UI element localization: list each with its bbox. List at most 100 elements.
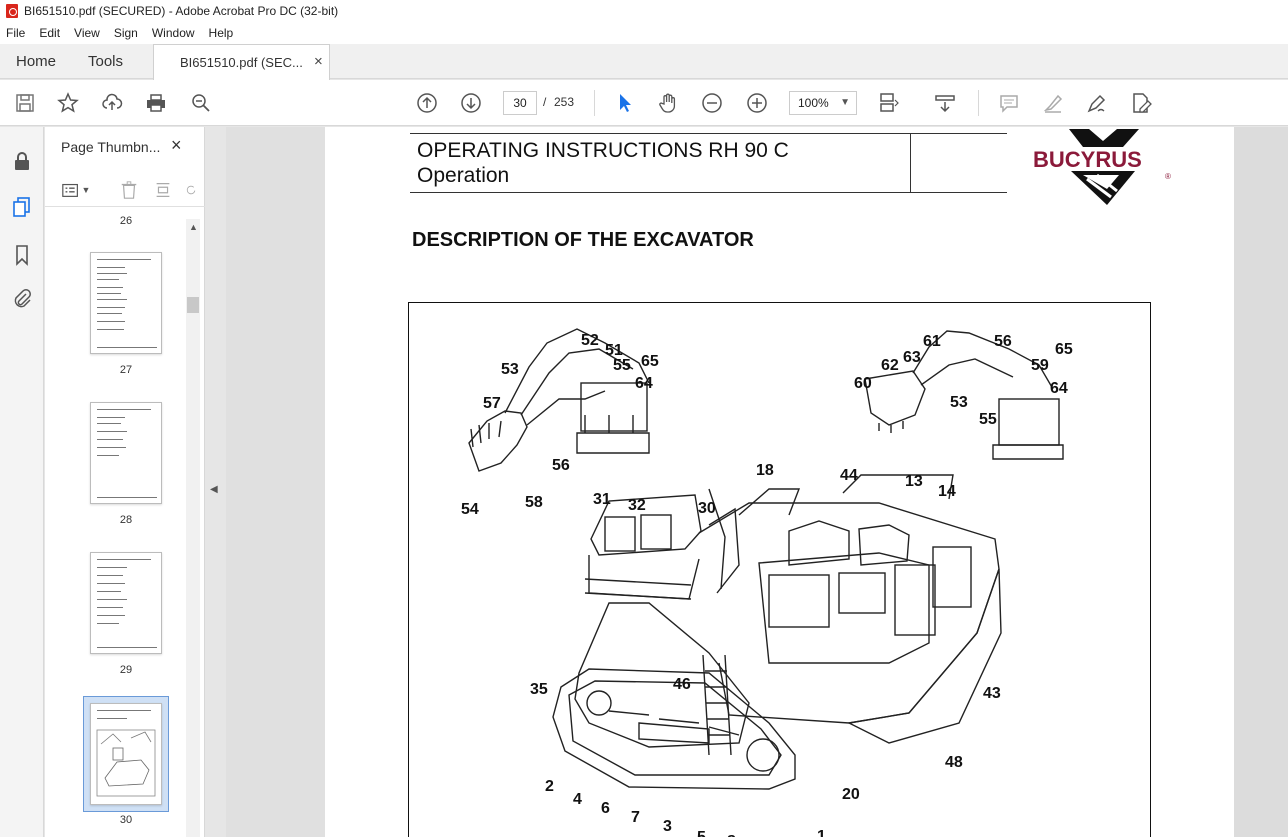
thumbnail-page[interactable] — [90, 552, 162, 654]
thumbnail-page-label: 27 — [119, 364, 133, 376]
menu-window[interactable]: Window — [151, 26, 195, 40]
menu-sign[interactable]: Sign — [113, 26, 138, 40]
figure-callout-label: 32 — [628, 497, 646, 514]
panel-title: Page Thumbn... — [61, 139, 161, 155]
pdf-page: OPERATING INSTRUCTIONS RH 90 C Operation… — [325, 127, 1234, 837]
extract-pages-icon[interactable] — [152, 179, 174, 201]
page-thumbnails-panel: Page Thumbn... × ▼ 26 27 — [45, 127, 205, 837]
figure-callout-label: 56 — [994, 333, 1012, 350]
figure-callout-label: 65 — [641, 353, 659, 370]
figure-callout-label: 64 — [635, 375, 653, 392]
thumbnail-scrollbar[interactable]: ▲ — [186, 219, 200, 837]
scroll-up-icon[interactable]: ▲ — [189, 222, 198, 232]
figure-callout-label: 54 — [461, 501, 479, 518]
figure-callout-label: 1 — [817, 828, 826, 837]
thumbnail-options-icon[interactable] — [60, 179, 82, 201]
sign-pen-icon[interactable] — [1085, 91, 1109, 115]
print-icon[interactable] — [144, 91, 168, 115]
rotate-page-icon[interactable] — [185, 179, 197, 201]
figure-callout-label: 43 — [983, 685, 1001, 702]
figure-callout-label: 53 — [950, 394, 968, 411]
figure-callout-label: 60 — [854, 375, 872, 392]
figure-callout-label: 55 — [979, 411, 997, 428]
delete-page-icon[interactable] — [118, 179, 140, 201]
zoom-in-icon[interactable] — [745, 91, 769, 115]
next-page-icon[interactable] — [459, 91, 483, 115]
page-number-input[interactable]: 30 — [503, 91, 537, 115]
document-header-subtitle: Operation — [417, 164, 510, 187]
pdf-app-icon — [6, 4, 18, 18]
thumbnail-page-label: 29 — [119, 664, 133, 676]
figure-callout-label: 14 — [938, 483, 956, 500]
menu-file[interactable]: File — [6, 26, 26, 40]
figure-callout-label: 2 — [545, 778, 554, 795]
thumbnail-page-current[interactable] — [90, 703, 162, 805]
hand-tool-icon[interactable] — [656, 91, 680, 115]
collapse-panel-icon[interactable]: ◀ — [210, 484, 218, 495]
document-gutter-right — [1234, 127, 1288, 837]
menu-edit[interactable]: Edit — [39, 26, 61, 40]
chevron-down-icon[interactable]: ▼ — [81, 185, 91, 195]
figure-callout-label: 5 — [697, 829, 706, 837]
figure-callout-label: 58 — [525, 494, 543, 511]
close-tab-icon[interactable]: × — [314, 53, 323, 70]
thumbnail-page[interactable] — [90, 252, 162, 354]
zoom-level-select[interactable]: 100% ▼ — [789, 91, 857, 115]
figure-callout-label: 63 — [903, 349, 921, 366]
scroll-mode-icon[interactable] — [933, 91, 957, 115]
thumbnail-partial-label: 26 — [119, 215, 133, 227]
figure-callout-label: 56 — [552, 457, 570, 474]
bookmark-icon[interactable] — [10, 243, 34, 267]
zoom-search-icon[interactable] — [189, 91, 213, 115]
tab-document[interactable]: BI651510.pdf (SEC... × — [153, 44, 330, 80]
attachment-paperclip-icon[interactable] — [10, 287, 34, 311]
figure-callout-label: 53 — [501, 361, 519, 378]
tab-document-label: BI651510.pdf (SEC... — [180, 55, 303, 70]
thumbnail-page[interactable] — [90, 402, 162, 504]
figure-callout-label: 20 — [842, 786, 860, 803]
figure-callout-label: 64 — [1050, 380, 1068, 397]
zoom-out-icon[interactable] — [700, 91, 724, 115]
toolbar: 30 / 253 100% ▼ — [0, 80, 1288, 126]
figure-callout-label: 18 — [756, 462, 774, 479]
thumbnail-panel-toolbar: ▼ — [45, 171, 205, 207]
page-total: 253 — [554, 95, 575, 109]
menu-view[interactable]: View — [74, 26, 100, 40]
figure-callout-label: 7 — [631, 809, 640, 826]
bucyrus-logo: BUCYRUS ® — [1033, 129, 1171, 205]
figure-callout-label: 30 — [698, 500, 716, 517]
excavator-drawing — [468, 328, 1064, 790]
figure-callout-label: 3 — [663, 818, 672, 835]
scrollbar-thumb[interactable] — [187, 297, 199, 313]
upload-cloud-icon[interactable] — [100, 91, 124, 115]
select-cursor-icon[interactable] — [613, 91, 637, 115]
edit-document-icon[interactable] — [1129, 91, 1153, 115]
menu-bar: File Edit View Sign Window Help — [0, 22, 1288, 44]
figure-callout-label: 6 — [601, 800, 610, 817]
figure-callout-label: 13 — [905, 473, 923, 490]
tab-home[interactable]: Home — [16, 53, 57, 70]
tab-tools[interactable]: Tools — [88, 53, 124, 70]
figure-callout-label: 62 — [881, 357, 899, 374]
page-fit-icon[interactable] — [876, 91, 900, 115]
toolbar-divider — [594, 90, 595, 116]
lock-icon[interactable] — [10, 149, 34, 173]
save-icon[interactable] — [13, 91, 37, 115]
figure-callout-label: 48 — [945, 754, 963, 771]
logo-registered-mark: ® — [1165, 172, 1171, 181]
close-panel-icon[interactable]: × — [171, 135, 182, 155]
header-table — [410, 133, 1007, 193]
left-navigation-rail — [0, 127, 44, 837]
tabs-row: Home Tools BI651510.pdf (SEC... × — [0, 44, 1288, 80]
previous-page-icon[interactable] — [415, 91, 439, 115]
menu-help[interactable]: Help — [208, 26, 234, 40]
figure-callout-label: 61 — [923, 333, 941, 350]
document-header-title: OPERATING INSTRUCTIONS RH 90 C — [417, 139, 789, 162]
bookmark-star-icon[interactable] — [56, 91, 80, 115]
highlight-pen-icon[interactable] — [1041, 91, 1065, 115]
page-thumbnails-icon[interactable] — [10, 195, 34, 219]
comment-icon[interactable] — [997, 91, 1021, 115]
